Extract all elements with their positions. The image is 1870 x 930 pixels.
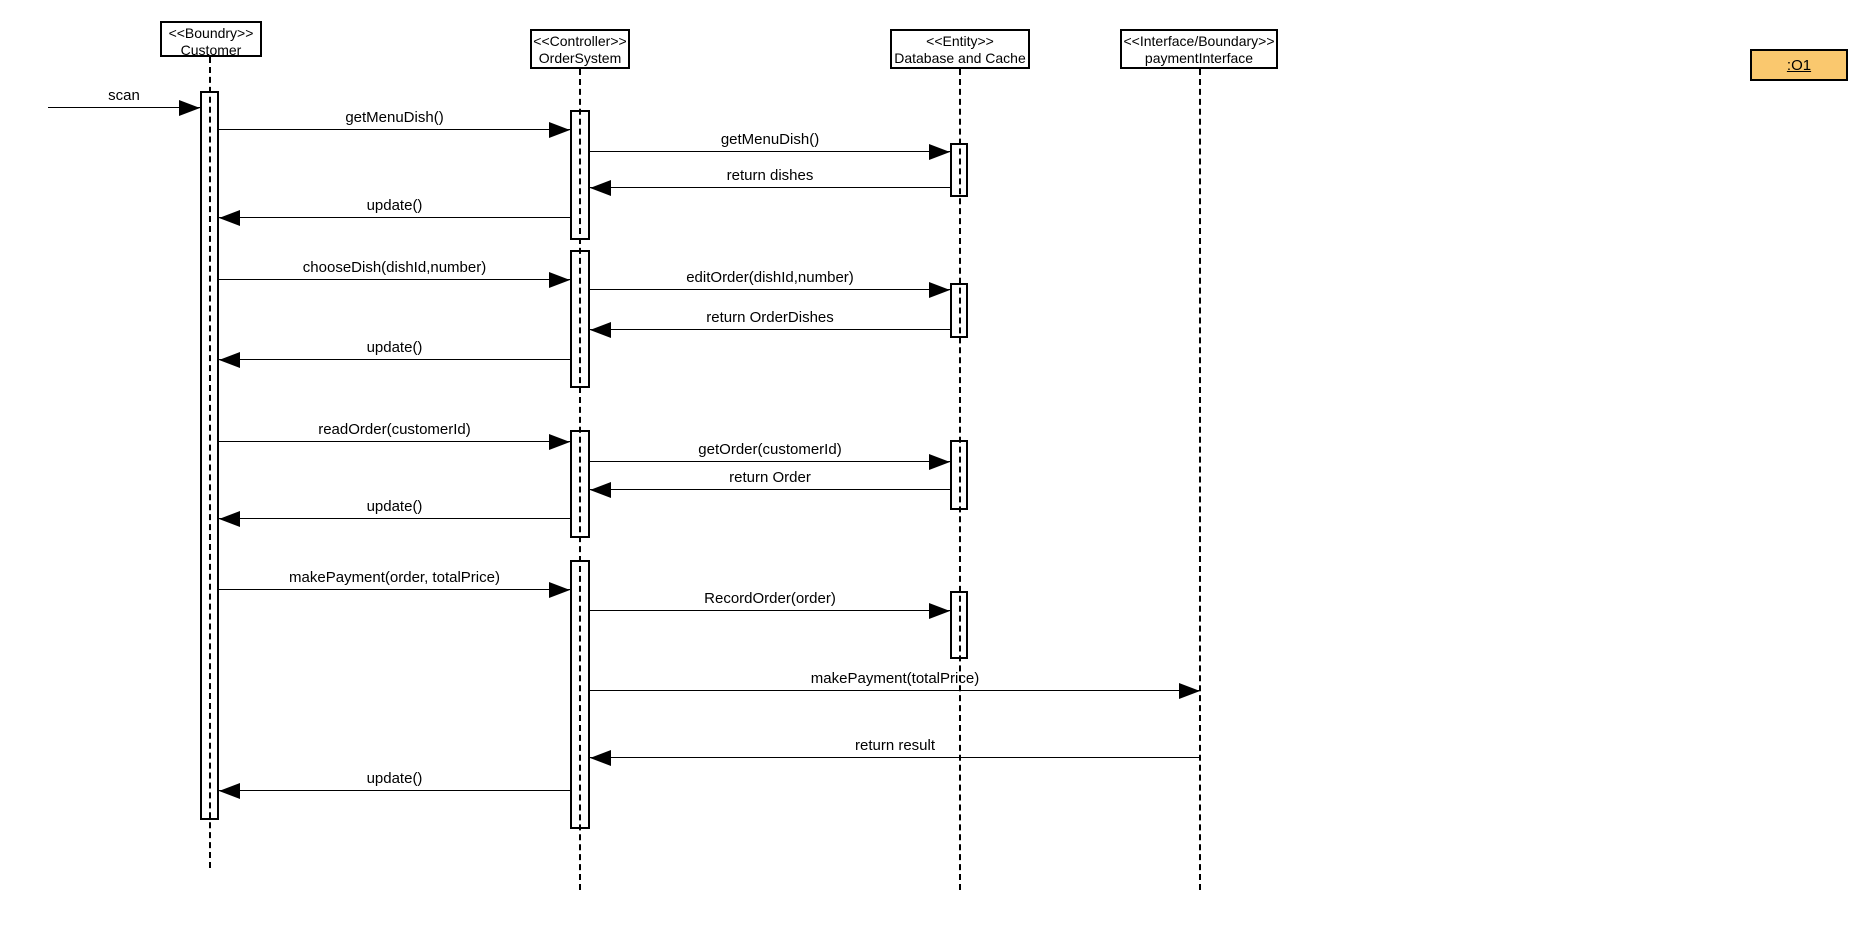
message-label: RecordOrder(order) [704, 590, 836, 607]
message-label: scan [108, 87, 140, 104]
activation-bar-entity[interactable] [950, 143, 968, 197]
participant-name: Customer [180, 42, 242, 57]
message-line[interactable] [48, 107, 200, 108]
message-label: update() [366, 197, 423, 214]
activation-bar-ordersystem[interactable] [570, 430, 590, 538]
message-line[interactable] [219, 217, 570, 218]
message-label: editOrder(dishId,number) [686, 269, 854, 286]
message-arrowhead-icon [929, 144, 950, 160]
message-line[interactable] [590, 151, 950, 152]
message-line[interactable] [219, 589, 570, 590]
stereotype-label: <<Entity>> [926, 33, 994, 49]
participant-name: paymentInterface [1144, 50, 1254, 66]
activation-bar-entity[interactable] [950, 440, 968, 510]
lifeline-ordersystem[interactable] [579, 69, 581, 890]
message-arrowhead-icon [590, 482, 611, 498]
lifeline-customer[interactable] [209, 57, 211, 868]
message-label: readOrder(customerId) [318, 421, 471, 438]
lifeline-payment[interactable] [1199, 69, 1201, 890]
lifeline-head-payment[interactable]: <<Interface/Boundary>>paymentInterface [1120, 29, 1278, 69]
message-line[interactable] [219, 441, 570, 442]
message-arrowhead-icon [549, 434, 570, 450]
message-line[interactable] [590, 610, 950, 611]
message-arrowhead-icon [1179, 683, 1200, 699]
message-arrowhead-icon [929, 454, 950, 470]
message-line[interactable] [219, 790, 570, 791]
message-line[interactable] [590, 757, 1200, 758]
lifeline-head-customer[interactable]: <<Boundry>>Customer [160, 21, 262, 57]
message-label: getOrder(customerId) [698, 441, 842, 458]
message-arrowhead-icon [590, 322, 611, 338]
message-arrowhead-icon [929, 282, 950, 298]
participant-name: OrderSystem [538, 50, 622, 66]
message-line[interactable] [590, 187, 950, 188]
activation-bar-ordersystem[interactable] [570, 560, 590, 829]
message-arrowhead-icon [219, 210, 240, 226]
message-arrowhead-icon [549, 582, 570, 598]
message-line[interactable] [590, 329, 950, 330]
message-arrowhead-icon [590, 750, 611, 766]
message-label: return dishes [726, 167, 814, 184]
message-arrowhead-icon [179, 100, 200, 116]
activation-bar-ordersystem[interactable] [570, 250, 590, 388]
message-label: update() [366, 339, 423, 356]
message-arrowhead-icon [219, 511, 240, 527]
object-note-label: :O1 [1786, 56, 1812, 74]
message-line[interactable] [590, 289, 950, 290]
message-label: return Order [729, 469, 811, 486]
message-label: chooseDish(dishId,number) [302, 259, 487, 276]
activation-bar-customer[interactable] [200, 91, 219, 820]
message-label: getMenuDish() [720, 131, 820, 148]
message-arrowhead-icon [549, 272, 570, 288]
stereotype-label: <<Interface/Boundary>> [1123, 33, 1275, 49]
message-arrowhead-icon [219, 352, 240, 368]
message-line[interactable] [590, 690, 1200, 691]
object-note-o1[interactable]: :O1 [1750, 49, 1848, 81]
message-label: update() [366, 770, 423, 787]
lifeline-head-entity[interactable]: <<Entity>>Database and Cache [890, 29, 1030, 69]
lifeline-head-ordersystem[interactable]: <<Controller>>OrderSystem [530, 29, 630, 69]
message-label: return OrderDishes [706, 309, 834, 326]
message-label: getMenuDish() [345, 109, 444, 126]
activation-bar-entity[interactable] [950, 283, 968, 338]
message-label: return result [854, 737, 936, 754]
message-arrowhead-icon [549, 122, 570, 138]
message-line[interactable] [219, 518, 570, 519]
message-line[interactable] [590, 461, 950, 462]
activation-bar-ordersystem[interactable] [570, 110, 590, 240]
stereotype-label: <<Boundry>> [168, 25, 254, 41]
message-label: update() [366, 498, 423, 515]
message-line[interactable] [590, 489, 950, 490]
participant-name: Database and Cache [894, 50, 1026, 66]
message-arrowhead-icon [929, 603, 950, 619]
message-line[interactable] [219, 279, 570, 280]
message-line[interactable] [219, 129, 570, 130]
message-arrowhead-icon [590, 180, 611, 196]
message-label: makePayment(totalPrice) [810, 670, 980, 687]
message-line[interactable] [219, 359, 570, 360]
message-label: makePayment(order, totalPrice) [289, 569, 500, 586]
activation-bar-entity[interactable] [950, 591, 968, 659]
stereotype-label: <<Controller>> [533, 33, 627, 49]
lifeline-entity[interactable] [959, 69, 961, 890]
message-arrowhead-icon [219, 783, 240, 799]
